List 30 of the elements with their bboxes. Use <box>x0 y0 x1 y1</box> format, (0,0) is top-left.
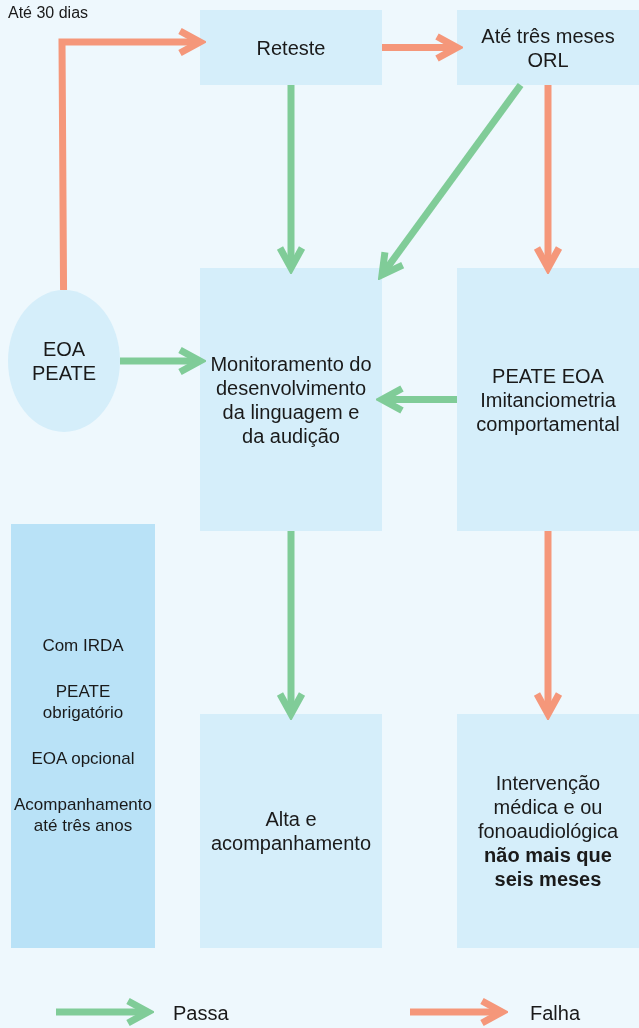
process-box <box>11 524 155 948</box>
arrow <box>378 385 457 414</box>
node-text: Monitoramento do desenvolvimento da linguagem e da audição <box>210 351 372 448</box>
arrow <box>276 85 306 272</box>
node-text: PEATE EOA Imitanciometria comportamental <box>475 363 621 436</box>
process-box <box>457 10 639 85</box>
node-text: EOA PEATE <box>30 337 98 385</box>
legend-text: Passa <box>173 1002 229 1025</box>
process-box <box>200 10 382 85</box>
process-box <box>200 714 382 948</box>
node-text: Alta e acompanhamento <box>210 807 372 855</box>
arrow <box>276 531 306 718</box>
node-text: Acompanhamento até três anos <box>14 795 152 837</box>
arrow <box>533 531 563 718</box>
process-box <box>200 268 382 531</box>
node-text: Até três meses ORL <box>480 23 616 72</box>
annotation-text: Até 30 dias <box>8 4 89 22</box>
node-text: Intervenção médica e ou fonoaudiológica não mais que seis meses <box>476 771 620 891</box>
node-text: Com IRDA <box>42 635 124 657</box>
process-box <box>457 714 639 948</box>
arrow <box>58 27 204 290</box>
node-text: EOA opcional <box>31 749 135 770</box>
arrow <box>533 85 563 272</box>
arrow <box>382 33 461 62</box>
arrow <box>120 346 204 376</box>
arrow <box>378 82 524 279</box>
process-box <box>457 268 639 531</box>
node-text: PEATE obrigatório <box>41 682 125 723</box>
node-text: Reteste <box>256 35 326 60</box>
legend-text: Falha <box>530 1002 581 1025</box>
